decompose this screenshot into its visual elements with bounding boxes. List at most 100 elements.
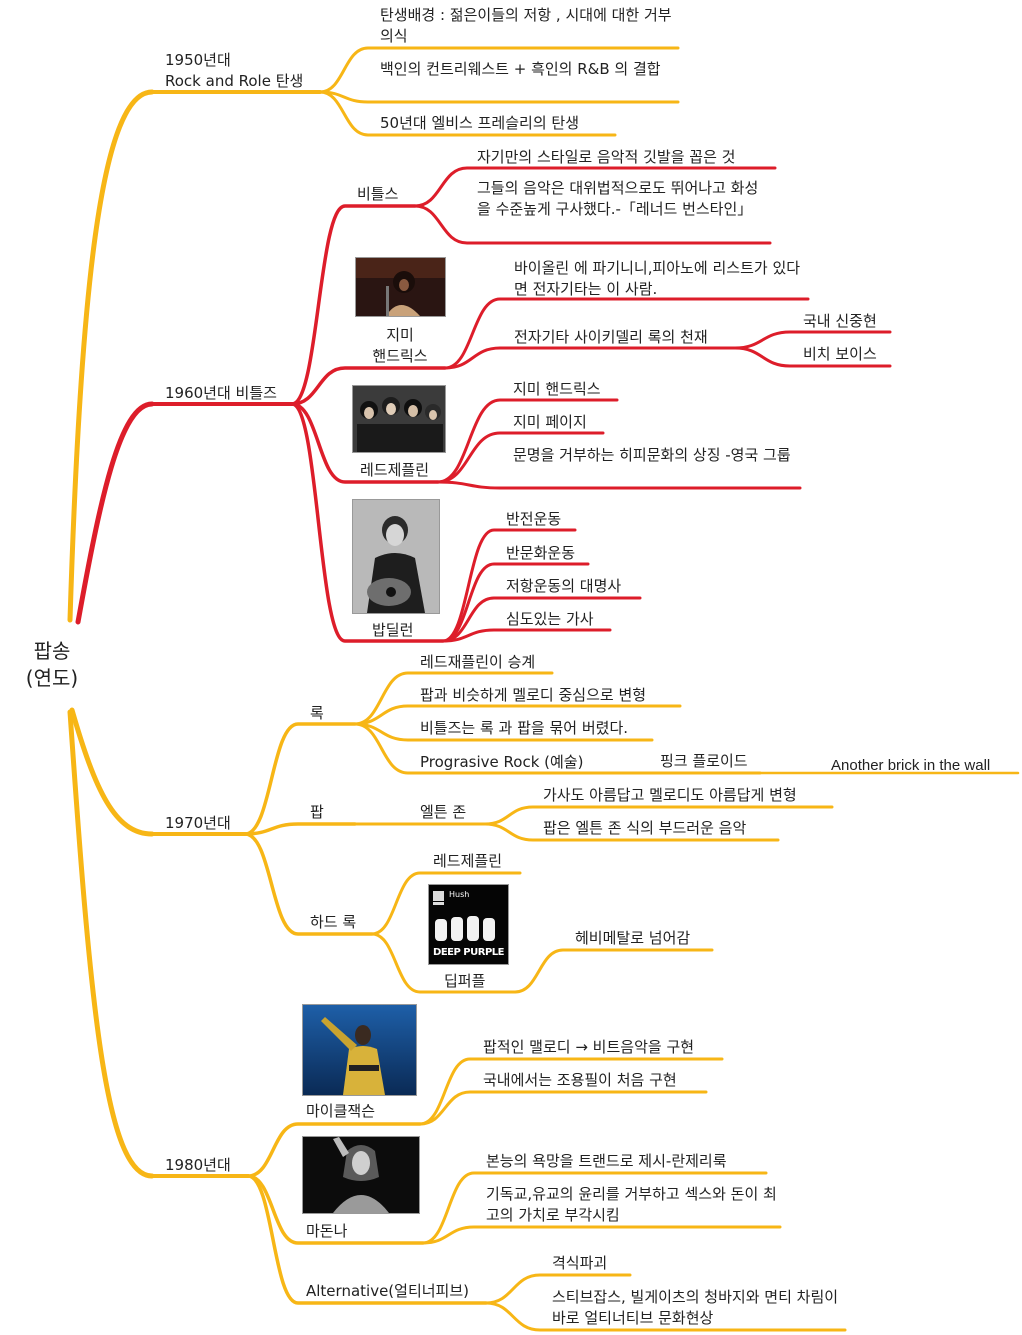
link-root-1970s [69, 707, 155, 837]
rock-item-1[interactable]: 레드재플린이 승계 [420, 653, 536, 671]
topic-1950s-item-1[interactable]: 탄생배경 : 젊은이들의 저항 , 시대에 대한 거부의식 [380, 6, 672, 45]
link-dylan [290, 402, 445, 643]
link-hendrix-item-1 [443, 297, 810, 370]
link-1950s-item-1 [318, 46, 680, 94]
topic-1950s-item-2[interactable]: 백인의 컨트리웨스트 + 흑인의 R&B 의 결합 [380, 60, 661, 78]
topic-hard-rock[interactable]: 하드 록 [310, 913, 357, 931]
link-dylan-item-2 [441, 562, 590, 643]
link-psychedelic-item-2 [733, 346, 892, 368]
root-topic[interactable]: 팝송 (연도) [25, 639, 79, 690]
link-zeppelin-item-2 [436, 431, 605, 484]
beatles-item-2[interactable]: 그들의 음악은 대위법적으로도 뛰어나고 화성을 수준높게 구사했다.-「레너드… [477, 179, 759, 218]
link-rock [243, 722, 357, 836]
topic-michael-jackson[interactable]: 마이클잭슨 [306, 1102, 376, 1120]
pop-star-photo-icon [303, 1005, 416, 1095]
dylan-item-3[interactable]: 저항운동의 대명사 [506, 577, 622, 595]
album-cover-icon [429, 885, 508, 964]
rock-progressive[interactable]: Prograsive Rock (예술) [420, 753, 584, 771]
singer-portrait-photo-icon [303, 1137, 419, 1213]
dylan-item-2[interactable]: 반문화운동 [506, 544, 576, 562]
link-deep-purple [370, 932, 517, 994]
link-rock-item-1 [353, 671, 554, 726]
topic-dylan[interactable]: 밥딜런 [372, 621, 414, 639]
link-dylan-item-4 [441, 628, 612, 643]
link-hard-zeppelin [370, 871, 522, 936]
hendrix-psychedelic[interactable]: 전자기타 사이키델리 록의 천재 [514, 328, 708, 346]
link-rock-progressive [353, 722, 600, 775]
link-michael-jackson [246, 1122, 422, 1178]
michael-jackson-photo [302, 1004, 417, 1096]
link-elton-item-2 [483, 822, 780, 842]
link-zeppelin-item-3 [436, 480, 802, 490]
topic-hendrix[interactable]: 지미 핸드릭스 [372, 326, 428, 365]
link-madonna-item-1 [421, 1171, 768, 1245]
link-pop [243, 822, 357, 836]
link-zeppelin-item-1 [436, 398, 619, 484]
link-beatles [290, 204, 417, 406]
rock-item-3[interactable]: 비틀즈는 록 과 팝을 묶어 버렸다. [420, 719, 629, 737]
psychedelic-item-2[interactable]: 비치 보이스 [803, 345, 877, 363]
psychedelic-item-1[interactable]: 국내 신중현 [803, 312, 877, 330]
rock-item-2[interactable]: 팝과 비슷하게 멜로디 중심으로 변형 [420, 686, 647, 704]
topic-madonna[interactable]: 마돈나 [306, 1222, 348, 1240]
link-alternative-item-2 [484, 1301, 847, 1332]
link-1950s-item-2 [318, 90, 680, 104]
link-1950s-item-3 [318, 90, 617, 137]
topic-rock[interactable]: 록 [310, 704, 324, 722]
link-beatles-item-1 [413, 166, 777, 208]
band-photo-icon [353, 386, 445, 452]
topic-1950s-item-3[interactable]: 50년대 엘비스 프레슬리의 탄생 [380, 114, 579, 132]
link-alternative-item-1 [484, 1273, 632, 1305]
link-mj-item-2 [418, 1090, 708, 1126]
dylan-item-1[interactable]: 반전운동 [506, 510, 562, 528]
alternative-item-1[interactable]: 격식파괴 [552, 1254, 608, 1272]
mj-item-2[interactable]: 국내에서는 조용필이 처음 구현 [483, 1071, 677, 1089]
zeppelin-item-2[interactable]: 지미 페이지 [513, 413, 587, 431]
topic-1950s[interactable]: 1950년대 Rock and Role 탄생 [165, 51, 304, 90]
zeppelin-item-1[interactable]: 지미 핸드릭스 [513, 380, 601, 398]
topic-alternative[interactable]: Alternative(얼티너피브) [306, 1282, 469, 1300]
elton-item-1[interactable]: 가사도 아름답고 멜로디도 아름답게 변형 [543, 786, 797, 804]
elton-item-2[interactable]: 팝은 엘튼 존 식의 부드러운 음악 [543, 819, 747, 837]
pink-floyd-song[interactable]: Another brick in the wall [831, 757, 991, 774]
deep-purple-album: Hush DEEP PURPLE [428, 884, 509, 965]
hendrix-item-1[interactable]: 바이올린 에 파기니니,피아노에 리스트가 있다면 전자기타는 이 사람. [514, 259, 801, 298]
topic-pop[interactable]: 팝 [310, 803, 324, 821]
link-root-1960s [75, 401, 155, 625]
link-zeppelin [290, 402, 440, 484]
topic-1970s[interactable]: 1970년대 [165, 814, 231, 832]
hendrix-photo [355, 257, 446, 317]
deep-purple-item-1[interactable]: 헤비메탈로 넘어감 [575, 929, 691, 947]
album-title: Hush [449, 890, 470, 899]
zeppelin-item-3[interactable]: 문명을 거부하는 히피문화의 상징 -영국 그룹 [513, 446, 791, 464]
zeppelin-photo [352, 385, 446, 453]
link-root-1980s [67, 709, 155, 1179]
topic-beatles[interactable]: 비틀스 [357, 185, 399, 203]
link-beatles-item-2 [413, 204, 772, 245]
topic-1980s[interactable]: 1980년대 [165, 1156, 231, 1174]
topic-1960s[interactable]: 1960년대 비틀즈 [165, 384, 277, 402]
link-hendrix [290, 366, 447, 406]
link-madonna-item-2 [421, 1225, 782, 1245]
hard-rock-zeppelin[interactable]: 레드제플린 [433, 852, 503, 870]
alternative-item-2[interactable]: 스티브잡스, 빌게이츠의 청바지와 면티 차림이 바로 얼티너티브 문화현상 [552, 1288, 839, 1327]
link-mj-item-1 [418, 1057, 724, 1126]
dylan-photo [352, 499, 440, 614]
link-deep-purple-item-1 [513, 948, 714, 994]
madonna-item-1[interactable]: 본능의 욕망을 트랜드로 제시-란제리룩 [486, 1152, 727, 1170]
progressive-pink-floyd[interactable]: 핑크 플로이드 [660, 752, 748, 770]
album-band-name: DEEP PURPLE [433, 947, 504, 958]
folk-singer-photo-icon [353, 500, 439, 613]
topic-zeppelin[interactable]: 레드제플린 [360, 461, 430, 479]
topic-elton-john[interactable]: 엘튼 존 [420, 803, 467, 821]
mj-item-1[interactable]: 팝적인 맬로디 → 비트음악을 구현 [483, 1038, 695, 1056]
dylan-item-4[interactable]: 심도있는 가사 [506, 610, 594, 628]
madonna-photo [302, 1136, 420, 1214]
link-alternative [246, 1174, 488, 1305]
guitarist-photo-icon [356, 258, 445, 316]
madonna-item-2[interactable]: 기독교,유교의 윤리를 거부하고 섹스와 돈이 최고의 가치로 부각시킴 [486, 1185, 777, 1224]
topic-deep-purple[interactable]: 딥퍼플 [444, 972, 486, 990]
beatles-item-1[interactable]: 자기만의 스타일로 음악적 깃발을 꼽은 것 [477, 148, 736, 166]
